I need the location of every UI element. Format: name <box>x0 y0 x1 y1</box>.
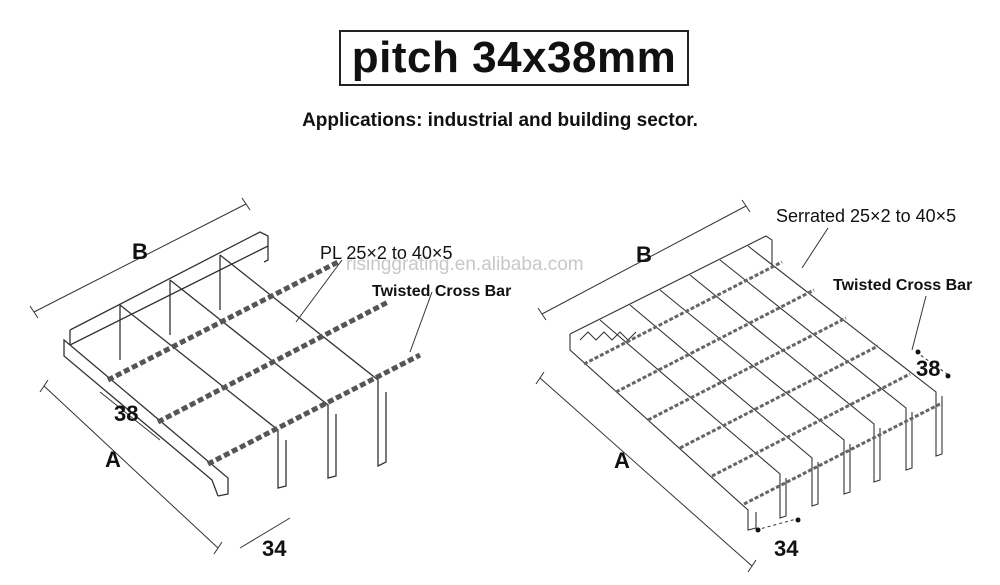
right-cross-bar-label: Twisted Cross Bar <box>833 277 972 294</box>
left-cross-bar-label: Twisted Cross Bar <box>372 283 511 300</box>
title-box: pitch 34x38mm <box>339 30 689 86</box>
right-grating <box>535 199 951 573</box>
right-dim-dot-b <box>945 373 951 379</box>
left-label-b: B <box>132 239 148 264</box>
applications-subtitle: Applications: industrial and building se… <box>302 110 698 131</box>
left-dim-cross: 38 <box>114 401 138 426</box>
left-dim-bearing: 34 <box>262 536 287 561</box>
page-title: pitch 34x38mm <box>351 33 677 82</box>
right-dim-dot-a <box>915 349 921 355</box>
right-dim-cross: 38 <box>916 356 940 381</box>
watermark: risinggrating.en.alibaba.com <box>346 254 584 275</box>
right-label-a: A <box>614 448 630 473</box>
right-bar-spec: Serrated 25×2 to 40×5 <box>776 206 956 226</box>
right-dim-dot-d <box>795 517 801 523</box>
left-label-a: A <box>105 447 121 472</box>
right-label-b: B <box>636 242 652 267</box>
right-dim-dot-c <box>755 527 761 533</box>
right-dim-bearing: 34 <box>774 536 799 561</box>
left-grating <box>29 197 433 555</box>
left-bar-spec: PL 25×2 to 40×5 <box>320 243 452 263</box>
